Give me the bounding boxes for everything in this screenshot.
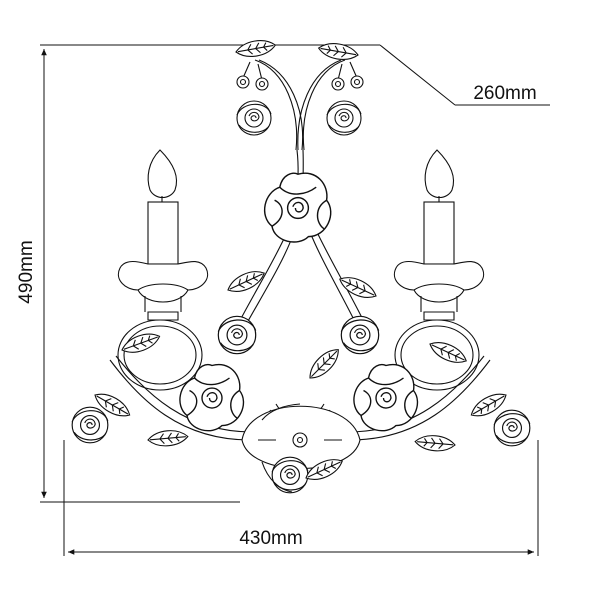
right-candle-cup (394, 260, 484, 303)
top-left-rose (236, 100, 272, 136)
left-main-rose (179, 363, 245, 432)
depth-leader-line (379, 44, 456, 106)
right-main-rose (353, 363, 419, 432)
width-dimension: 430mm (63, 440, 539, 556)
right-flame (424, 149, 455, 199)
right-candle (394, 149, 484, 321)
center-top-rose (263, 172, 332, 243)
top-leaves (234, 37, 360, 63)
height-dimension: 490mm (16, 44, 240, 503)
depth-dimension: 260mm (240, 44, 550, 106)
left-candle-body (147, 201, 179, 265)
wall-sconce-illustration (71, 37, 531, 494)
outer-right-rose (493, 409, 531, 447)
height-label: 490mm (16, 240, 37, 303)
width-label: 430mm (239, 528, 302, 549)
left-candle-cup (118, 260, 208, 303)
depth-label: 260mm (473, 83, 536, 104)
right-candle-body (423, 201, 455, 265)
outer-left-rose (71, 406, 109, 444)
left-candle (118, 149, 208, 321)
bottom-rose (271, 456, 309, 494)
left-flame (147, 149, 178, 199)
top-right-rose (326, 100, 362, 136)
